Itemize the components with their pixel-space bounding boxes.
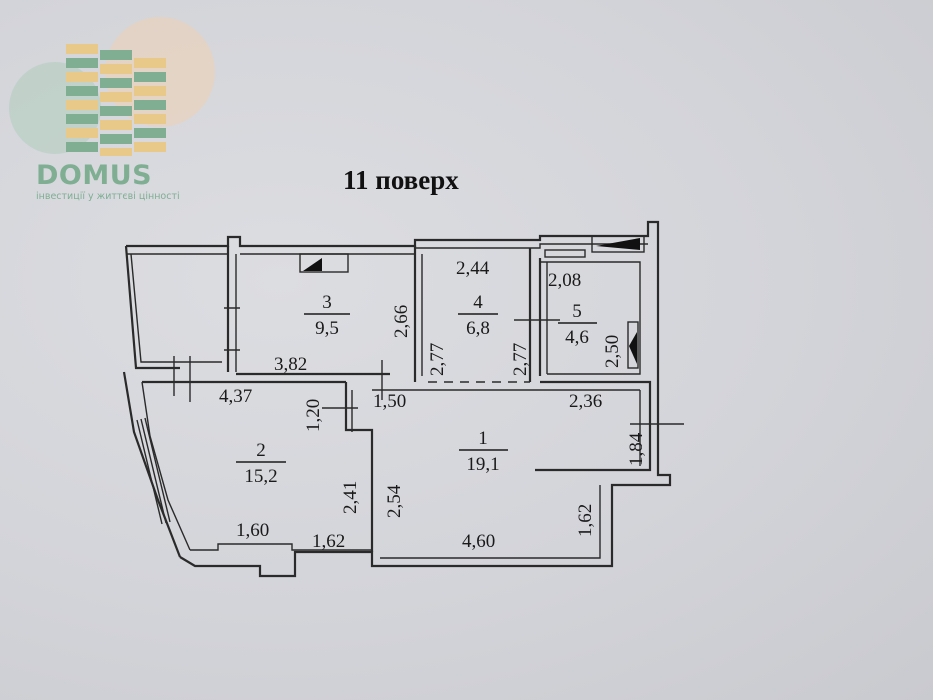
dim-room1-notch: 1,62 bbox=[575, 504, 596, 537]
logo-tagline: інвестиції у життєві цінності bbox=[36, 191, 180, 202]
room-1-label: 1 19,1 bbox=[459, 428, 508, 475]
dim-room1-left: 2,54 bbox=[384, 484, 405, 518]
room-area: 4,6 bbox=[565, 327, 589, 348]
domus-logo: DOMUS інвестиції у життєві цінності bbox=[9, 17, 215, 202]
dim-room1-top-right: 2,36 bbox=[569, 391, 602, 412]
dim-room4-height-left: 2,77 bbox=[427, 343, 448, 376]
dim-room4-width: 2,44 bbox=[456, 258, 490, 279]
dim-corridor-height: 1,20 bbox=[303, 399, 324, 432]
logo-wordmark: DOMUS bbox=[36, 160, 152, 191]
dim-room5-width: 2,08 bbox=[548, 270, 581, 291]
room-area: 19,1 bbox=[466, 454, 499, 475]
room-number: 4 bbox=[473, 292, 483, 313]
room-4-label: 4 6,8 bbox=[458, 292, 498, 339]
room-number: 5 bbox=[572, 301, 582, 322]
room-5-label: 5 4,6 bbox=[558, 301, 597, 348]
room-area: 6,8 bbox=[466, 318, 490, 339]
dim-room2-bottom-left: 1,60 bbox=[236, 520, 269, 541]
dim-room2-top: 4,37 bbox=[219, 386, 252, 407]
room-number: 1 bbox=[478, 428, 488, 449]
building-blocks-icon bbox=[66, 44, 166, 156]
dim-room5-height: 2,50 bbox=[602, 335, 623, 368]
dim-room4-height-right: 2,77 bbox=[510, 343, 531, 376]
room-number: 2 bbox=[256, 440, 266, 461]
room-3-label: 3 9,5 bbox=[304, 292, 350, 339]
dim-room2-right: 2,41 bbox=[340, 481, 361, 514]
dim-room1-right: 1,84 bbox=[626, 432, 647, 466]
dim-room3-width: 3,82 bbox=[274, 354, 307, 375]
floor-title: 11 поверх bbox=[343, 165, 459, 195]
dim-corridor-width: 1,50 bbox=[373, 391, 406, 412]
room-number: 3 bbox=[322, 292, 332, 313]
room-area: 9,5 bbox=[315, 318, 339, 339]
room-area: 15,2 bbox=[244, 466, 277, 487]
dim-room1-bottom: 4,60 bbox=[462, 531, 495, 552]
dim-room3-height: 2,66 bbox=[391, 305, 412, 338]
plan-walls bbox=[122, 220, 684, 578]
room-2-label: 2 15,2 bbox=[236, 440, 286, 487]
dimension-labels: 3,82 2,66 2,44 2,77 2,77 2,08 2,50 4,37 … bbox=[219, 258, 647, 552]
dim-room2-bottom-right: 1,62 bbox=[312, 531, 345, 552]
